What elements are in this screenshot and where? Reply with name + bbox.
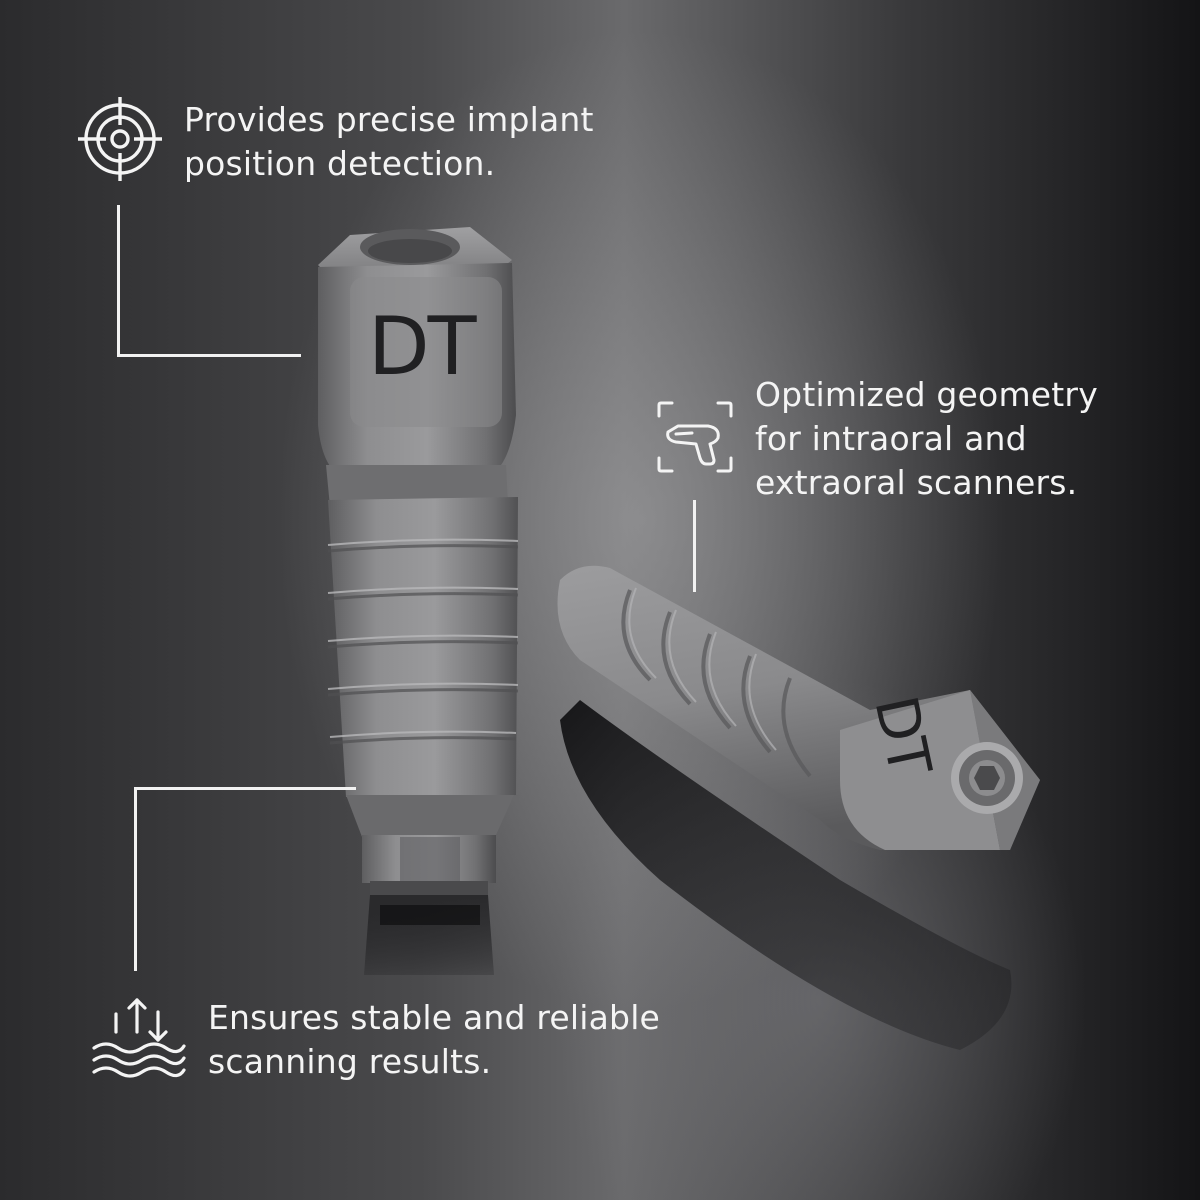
callout-line: Optimized geometry	[755, 375, 1098, 414]
scanner-frame-icon	[657, 401, 733, 473]
connector-line-vertical	[693, 500, 696, 592]
callout-precision: Provides precise implant position detect…	[184, 98, 594, 186]
connector-line-horizontal	[134, 787, 356, 790]
lying-scan-body	[557, 565, 1040, 1050]
callout-line: Ensures stable and reliable	[208, 998, 661, 1037]
callout-line: extraoral scanners.	[755, 463, 1078, 502]
waves-arrows-icon	[92, 998, 186, 1078]
upright-dt-engraving: DT	[368, 300, 476, 393]
target-crosshair-icon	[78, 97, 162, 181]
callout-line: scanning results.	[208, 1042, 492, 1081]
connector-line-vertical	[117, 205, 120, 357]
callout-line: Provides precise implant	[184, 100, 594, 139]
connector-line-vertical	[134, 787, 137, 971]
upright-scan-body	[318, 227, 522, 975]
callout-geometry: Optimized geometry for intraoral and ext…	[755, 373, 1098, 505]
connector-line-horizontal	[117, 354, 301, 357]
callout-stability: Ensures stable and reliable scanning res…	[208, 996, 660, 1084]
callout-line: position detection.	[184, 144, 496, 183]
callout-line: for intraoral and	[755, 419, 1027, 458]
